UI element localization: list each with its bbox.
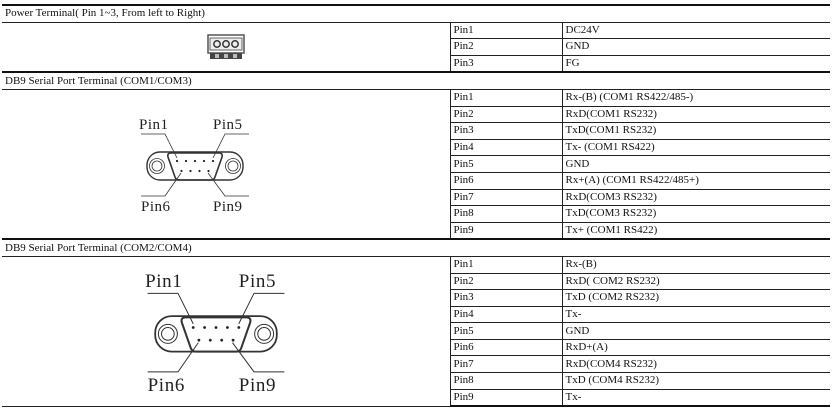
pin1-label: Pin1 bbox=[139, 117, 169, 133]
pin-definition-table: Power Terminal( Pin 1~3, From left to Ri… bbox=[2, 3, 830, 408]
pin6-label: Pin6 bbox=[148, 375, 185, 395]
pin-number: Pin8 bbox=[449, 205, 563, 223]
pin-number: Pin2 bbox=[449, 272, 563, 291]
pin-number: Pin9 bbox=[449, 388, 563, 408]
pin-number: Pin4 bbox=[449, 138, 563, 157]
pin-signal: RxD+(A) bbox=[561, 338, 830, 357]
pin-signal: Tx- bbox=[561, 305, 830, 324]
pin-number: Pin3 bbox=[449, 289, 563, 307]
pin-signal: FG bbox=[561, 54, 830, 73]
pin-number: Pin1 bbox=[449, 88, 563, 107]
pin-number: Pin3 bbox=[449, 54, 563, 73]
pin-number: Pin3 bbox=[449, 122, 563, 140]
db9-com1-com3-title-row: DB9 Serial Port Terminal (COM1/COM3) bbox=[2, 71, 830, 90]
db9-com2-com4-image: Pin1 Pin5 Pin6 Pin9 bbox=[2, 255, 451, 407]
pin-number: Pin5 bbox=[449, 155, 563, 173]
pin-signal: Rx+(A) (COM1 RS422/485+) bbox=[561, 171, 830, 190]
db9-connector-diagram: Pin1 Pin5 Pin6 Pin9 bbox=[145, 271, 285, 395]
pin-signal: TxD (COM2 RS232) bbox=[561, 289, 830, 307]
db9-com1-com3-image: Pin1 Pin5 Pin6 Pin9 bbox=[2, 88, 451, 240]
pin-signal: RxD( COM2 RS232) bbox=[561, 272, 830, 291]
pin-signal: TxD(COM1 RS232) bbox=[561, 122, 830, 140]
pin-number: Pin2 bbox=[449, 38, 563, 56]
pin-signal: Tx- bbox=[561, 388, 830, 408]
pin-signal: RxD(COM4 RS232) bbox=[561, 355, 830, 374]
pin6-label: Pin6 bbox=[141, 199, 171, 214]
pin-number: Pin5 bbox=[449, 322, 563, 340]
power-terminal-icon bbox=[207, 34, 245, 59]
pin-signal: GND bbox=[561, 322, 830, 340]
section-title: Power Terminal( Pin 1~3, From left to Ri… bbox=[2, 3, 830, 23]
pin-number: Pin6 bbox=[449, 171, 563, 190]
pin-signal: RxD(COM1 RS232) bbox=[561, 105, 830, 124]
pin-number: Pin6 bbox=[449, 338, 563, 357]
pin-signal: GND bbox=[561, 155, 830, 173]
power-terminal-image bbox=[2, 21, 451, 73]
pin1-label: Pin1 bbox=[145, 271, 182, 292]
power-terminal-title-row: Power Terminal( Pin 1~3, From left to Ri… bbox=[2, 3, 830, 23]
pin-signal: GND bbox=[561, 38, 830, 56]
pin-signal: TxD(COM3 RS232) bbox=[561, 205, 830, 223]
pin-number: Pin8 bbox=[449, 372, 563, 390]
pin-signal: TxD (COM4 RS232) bbox=[561, 372, 830, 390]
pin-number: Pin2 bbox=[449, 105, 563, 124]
pin5-label: Pin5 bbox=[213, 117, 243, 133]
db9-com2-com4-title-row: DB9 Serial Port Terminal (COM2/COM4) bbox=[2, 238, 830, 257]
db9-connector-diagram: Pin1 Pin5 Pin6 Pin9 bbox=[139, 117, 249, 214]
pin-signal: Rx-(B) bbox=[561, 255, 830, 274]
pin-number: Pin7 bbox=[449, 188, 563, 207]
pin-signal: Rx-(B) (COM1 RS422/485-) bbox=[561, 88, 830, 107]
pin5-label: Pin5 bbox=[239, 271, 276, 292]
section-title: DB9 Serial Port Terminal (COM2/COM4) bbox=[2, 238, 830, 257]
pin-number: Pin7 bbox=[449, 355, 563, 374]
pin-number: Pin9 bbox=[449, 221, 563, 240]
pin-number: Pin1 bbox=[449, 21, 563, 40]
pin-signal: DC24V bbox=[561, 21, 830, 40]
pin-signal: Tx- (COM1 RS422) bbox=[561, 138, 830, 157]
pin-number: Pin1 bbox=[449, 255, 563, 274]
pin-signal: Tx+ (COM1 RS422) bbox=[561, 221, 830, 240]
pin-number: Pin4 bbox=[449, 305, 563, 324]
section-title: DB9 Serial Port Terminal (COM1/COM3) bbox=[2, 71, 830, 90]
pin9-label: Pin9 bbox=[213, 199, 243, 214]
pin-signal: RxD(COM3 RS232) bbox=[561, 188, 830, 207]
pin9-label: Pin9 bbox=[239, 375, 276, 395]
